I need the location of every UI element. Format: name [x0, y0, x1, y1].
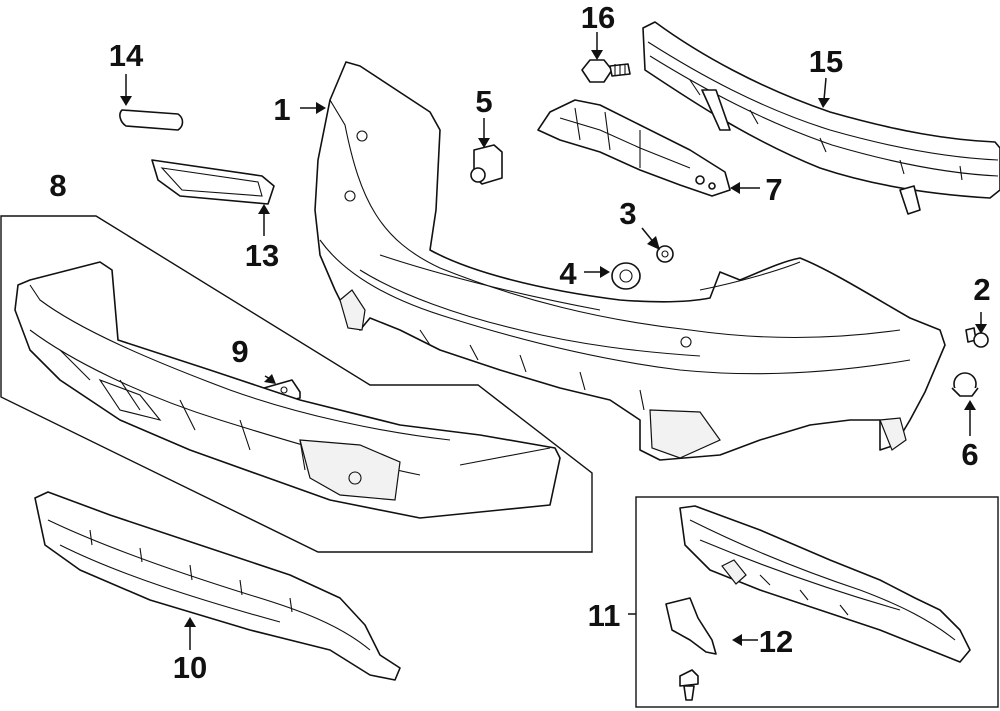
callout-3: 3 [619, 196, 636, 231]
group-frame-11 [635, 496, 999, 708]
callout-10: 10 [173, 650, 207, 685]
callout-12: 12 [759, 624, 793, 659]
group-frame-8 [0, 215, 593, 553]
part-bolt [581, 59, 631, 83]
callout-14: 14 [109, 38, 144, 73]
part-rivet-6 [951, 372, 979, 397]
part-side-bracket [537, 99, 731, 197]
callout-4: 4 [559, 256, 577, 291]
callout-11: 11 [588, 598, 621, 633]
callout-5: 5 [475, 84, 492, 119]
leaders [120, 32, 987, 650]
part-lower-valance [34, 491, 401, 681]
part-clip-2 [965, 327, 989, 348]
part-clip-5 [470, 144, 503, 185]
part-valance-11 [679, 505, 971, 663]
part-reflector-14 [119, 109, 184, 131]
callout-labels: 1 2 3 4 5 6 7 8 9 10 11 12 13 14 15 16 [49, 0, 990, 685]
callout-9: 9 [231, 334, 248, 369]
callout-8: 8 [49, 168, 66, 203]
callout-13: 13 [245, 238, 279, 273]
part-side-cover-12 [665, 597, 717, 701]
part-lower-bumper [14, 261, 561, 519]
callout-1: 1 [273, 92, 290, 127]
callout-7: 7 [765, 172, 782, 207]
callout-15: 15 [809, 44, 843, 79]
part-reinforcement-beam [642, 21, 1000, 215]
callout-16: 16 [581, 0, 615, 35]
part-reflector-housing-13 [151, 159, 275, 205]
callout-2: 2 [973, 272, 990, 307]
part-bumper-cover [314, 61, 946, 461]
part-grommet-4 [611, 262, 641, 290]
part-nut-3 [656, 245, 674, 263]
callout-6: 6 [961, 437, 978, 472]
